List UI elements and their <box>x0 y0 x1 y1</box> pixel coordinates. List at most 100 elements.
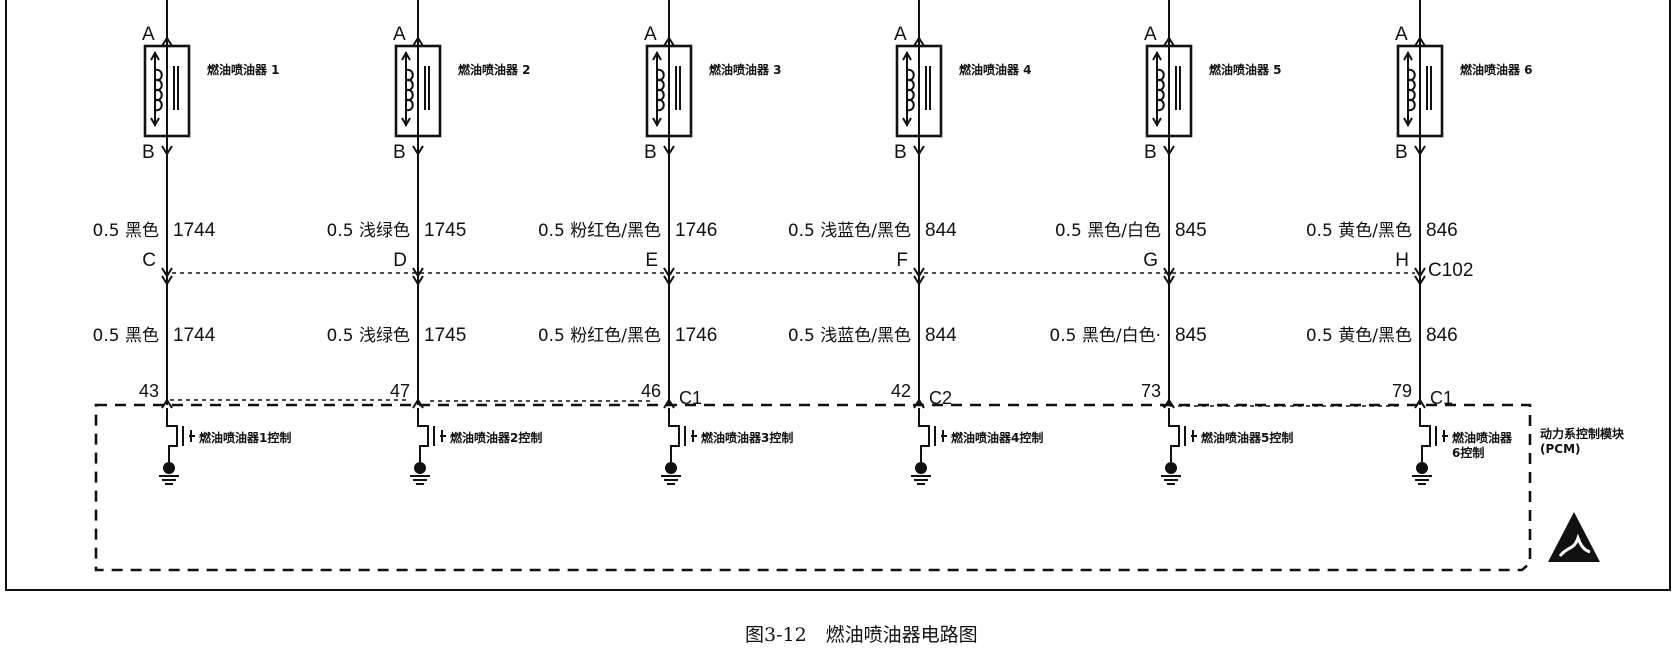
driver-switch <box>166 408 195 462</box>
wire-color-lower: 0.5 浅绿色 <box>327 326 410 346</box>
pin-a-label: A <box>142 24 155 45</box>
diagram-frame <box>5 0 1671 591</box>
circuit-number-lower: 845 <box>1175 325 1207 346</box>
ground-icon <box>410 475 430 485</box>
pcm-module-box <box>94 403 1532 572</box>
pcm-terminal <box>1163 398 1175 409</box>
injector-body <box>143 44 191 138</box>
pin-a-terminal <box>161 36 173 47</box>
pcm-pin-number: 79 <box>1392 381 1412 401</box>
driver-switch <box>1419 408 1448 462</box>
pin-b-label: B <box>894 142 907 163</box>
injector-body <box>645 44 693 138</box>
injector-coil <box>906 68 915 112</box>
control-label: 燃油喷油器4控制 <box>951 430 1043 445</box>
injector-core <box>1175 66 1181 110</box>
circuit-number-lower: 1744 <box>173 325 216 346</box>
circuit-number-lower: 846 <box>1426 325 1458 346</box>
pin-b-terminal <box>1414 145 1426 156</box>
pin-b-label: B <box>644 142 657 163</box>
injector-name: 燃油喷油器 4 <box>959 62 1032 77</box>
injector-name: 燃油喷油器 1 <box>207 62 280 77</box>
circuit-number-upper: 1744 <box>173 220 216 241</box>
figure-caption: 图3-12 燃油喷油器电路图 <box>745 624 978 646</box>
pcm-connector-label: C2 <box>929 388 952 408</box>
injector-name: 燃油喷油器 6 <box>1460 62 1533 77</box>
pcm-pin-number: 73 <box>1141 381 1161 401</box>
injector-name: 燃油喷油器 5 <box>1209 62 1282 77</box>
ground-icon <box>1412 475 1432 485</box>
ground-icon <box>1161 475 1181 485</box>
pcm-pin-number: 43 <box>139 381 159 401</box>
pcm-terminal <box>1414 398 1426 409</box>
control-label: 燃油喷油器1控制 <box>199 430 291 445</box>
ground-node <box>163 462 175 474</box>
pcm-pin-number: 42 <box>891 381 911 401</box>
pin-a-label: A <box>393 24 406 45</box>
wire-color-lower: 0.5 黄色/黑色 <box>1306 326 1412 346</box>
pin-b-label: B <box>1395 142 1408 163</box>
pin-a-label: A <box>1144 24 1157 45</box>
pin-a-terminal <box>1414 36 1426 47</box>
ground-node <box>915 462 927 474</box>
pin-a-terminal <box>913 36 925 47</box>
injector-core <box>424 66 430 110</box>
control-label-line2: 6控制 <box>1452 445 1484 460</box>
connector-cavity-label: H <box>1395 250 1409 271</box>
driver-switch <box>417 408 446 462</box>
driver-switch <box>918 408 947 462</box>
wire-color-upper: 0.5 粉红色/黑色 <box>538 221 661 241</box>
driver-switch <box>668 408 697 462</box>
pin-a-terminal <box>663 36 675 47</box>
circuit-number-upper: 1746 <box>675 220 717 241</box>
control-label: 燃油喷油器2控制 <box>450 430 542 445</box>
injector-name: 燃油喷油器 3 <box>709 62 782 77</box>
wire-color-upper: 0.5 浅蓝色/黑色 <box>788 221 911 241</box>
pcm-terminal <box>412 398 424 409</box>
pin-b-terminal <box>1163 145 1175 156</box>
esd-warning-icon <box>1548 512 1600 562</box>
ground-node <box>665 462 677 474</box>
connector-cavity-label: C <box>142 250 156 271</box>
injector-body <box>1145 44 1193 138</box>
injector-body <box>895 44 943 138</box>
pin-b-terminal <box>412 145 424 156</box>
circuit-number-upper: 846 <box>1426 220 1458 241</box>
circuit-number-lower: 1746 <box>675 325 717 346</box>
injector-coil <box>1156 68 1165 112</box>
wire-color-lower: 0.5 浅蓝色/黑色 <box>788 326 911 346</box>
pin-a-terminal <box>412 36 424 47</box>
connector-terminal <box>1414 267 1426 286</box>
injector-core <box>1426 66 1432 110</box>
circuit-number-upper: 845 <box>1175 220 1207 241</box>
injector-coil <box>154 68 163 112</box>
pin-b-label: B <box>1144 142 1157 163</box>
pcm-connector-label: C1 <box>1430 388 1453 408</box>
pin-b-terminal <box>913 145 925 156</box>
control-label: 燃油喷油器 <box>1452 430 1513 445</box>
pin-a-label: A <box>644 24 657 45</box>
connector-terminal <box>412 267 424 286</box>
connector-terminal <box>663 267 675 286</box>
connector-cavity-label: G <box>1143 250 1158 271</box>
wire-color-upper: 0.5 黑色/白色 <box>1055 221 1161 241</box>
pin-b-label: B <box>393 142 406 163</box>
wire-color-lower: 0.5 黑色 <box>93 326 159 346</box>
ground-node <box>1416 462 1428 474</box>
circuit-number-upper: 1745 <box>424 220 466 241</box>
circuit-number-upper: 844 <box>925 220 957 241</box>
pcm-terminal <box>913 398 925 409</box>
control-label: 燃油喷油器5控制 <box>1201 430 1293 445</box>
wire-color-upper: 0.5 黑色 <box>93 221 159 241</box>
ground-node <box>414 462 426 474</box>
pcm-module-abbr: (PCM) <box>1540 442 1581 456</box>
pin-a-label: A <box>894 24 907 45</box>
pin-b-terminal <box>161 145 173 156</box>
pin-b-label: B <box>142 142 155 163</box>
